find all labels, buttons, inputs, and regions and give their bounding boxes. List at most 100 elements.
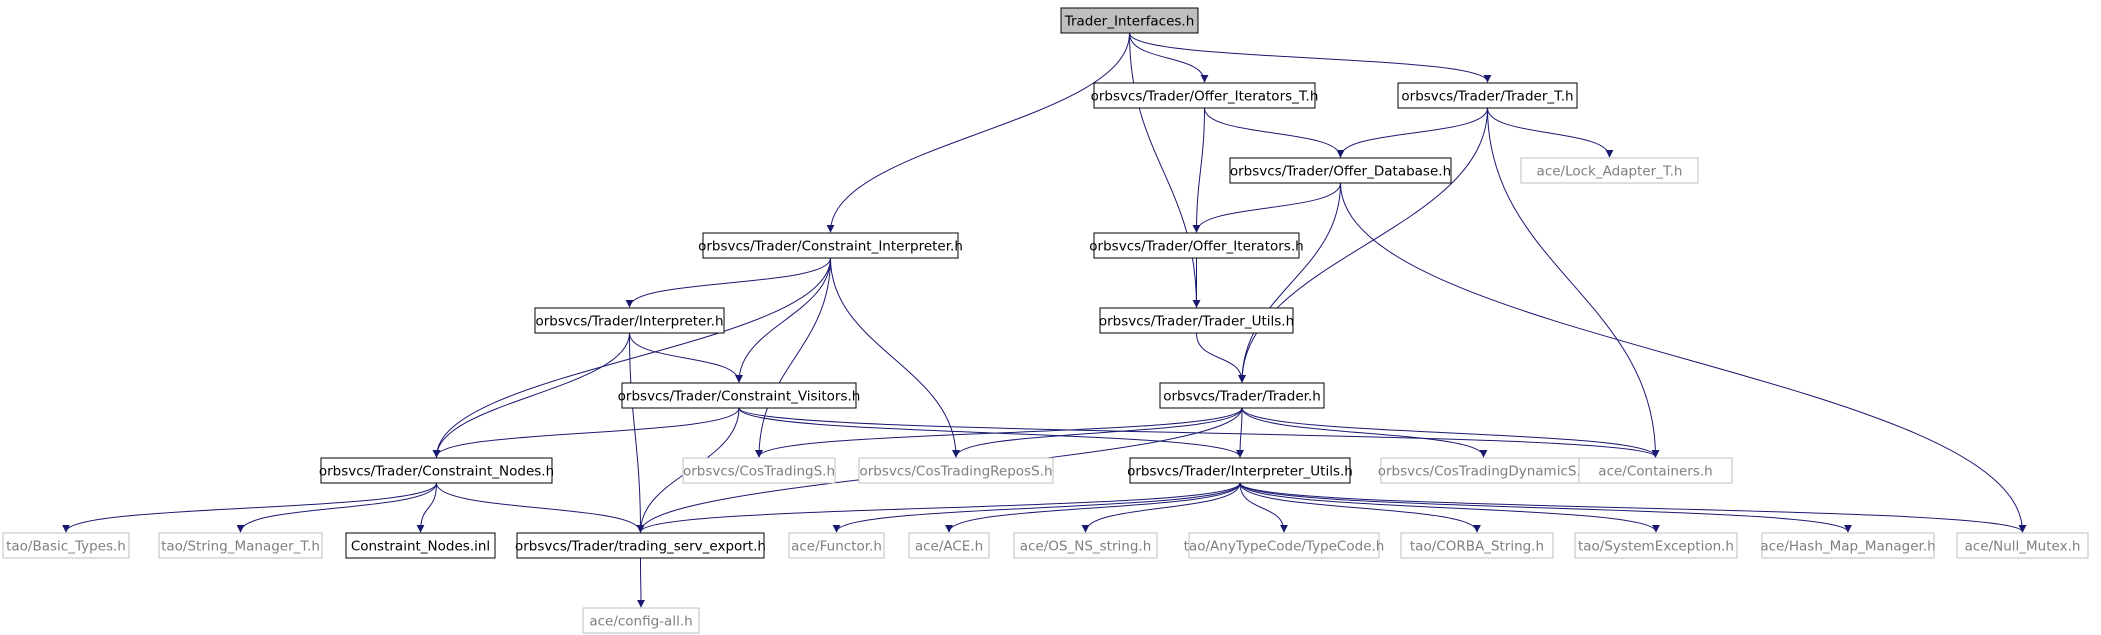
node-box-constraint_visitors <box>621 382 857 409</box>
node-root[interactable]: Trader_Interfaces.h <box>1060 7 1199 34</box>
edge-trader_utils-to-trader_h <box>1196 332 1246 383</box>
node-label-trader_t: orbsvcs/Trader/Trader_T.h <box>1401 89 1573 105</box>
node-box-offer_iter_t <box>1093 82 1316 109</box>
node-typecode: tao/AnyTypeCode/TypeCode.h <box>1184 532 1385 559</box>
edge-constraint_interp-to-interpreter <box>625 257 831 308</box>
edge-trader_h-to-containers <box>1241 407 1660 458</box>
node-cos_trading_repos: orbsvcs/CosTradingReposS.h <box>858 457 1054 484</box>
edge-trader_h-to-cos_trading_repos <box>952 407 1243 458</box>
node-label-offer_iter: orbsvcs/Trader/Offer_Iterators.h <box>1089 239 1303 255</box>
node-interp_utils[interactable]: orbsvcs/Trader/Interpreter_Utils.h <box>1127 457 1353 484</box>
node-label-lock_adapter: ace/Lock_Adapter_T.h <box>1537 164 1683 180</box>
node-label-os_ns_string: ace/OS_NS_string.h <box>1020 539 1152 555</box>
node-trader_t[interactable]: orbsvcs/Trader/Trader_T.h <box>1397 82 1578 109</box>
node-label-constraint_visitors: orbsvcs/Trader/Constraint_Visitors.h <box>618 389 861 405</box>
node-box-offer_db <box>1229 157 1452 184</box>
edge-root-to-offer_iter_t <box>1129 32 1209 83</box>
nodes-layer: Trader_Interfaces.h orbsvcs/Trader/Offer_… <box>2 7 2089 634</box>
node-label-trader_h: orbsvcs/Trader/Trader.h <box>1163 389 1321 405</box>
node-sys_exception: tao/SystemException.h <box>1574 532 1738 559</box>
node-trader_h[interactable]: orbsvcs/Trader/Trader.h <box>1159 382 1325 409</box>
edge-interp_utils-to-functor <box>832 482 1241 533</box>
node-label-containers: ace/Containers.h <box>1598 464 1712 480</box>
node-offer_db[interactable]: orbsvcs/Trader/Offer_Database.h <box>1229 157 1452 184</box>
node-box-sys_exception <box>1574 532 1738 559</box>
node-hash_map: ace/Hash_Map_Manager.h <box>1760 532 1936 559</box>
edge-constraint_interp-to-cos_trading_s <box>755 257 831 458</box>
edge-interp_utils-to-corba_string <box>1239 482 1481 533</box>
node-config_all: ace/config-all.h <box>582 607 700 634</box>
edge-offer_iter_t-to-offer_db <box>1204 107 1345 158</box>
edge-trader_t-to-lock_adapter <box>1487 107 1614 158</box>
edge-constraint_nodes-to-string_mgr <box>236 482 437 533</box>
node-box-trader_utils <box>1099 307 1294 334</box>
node-box-hash_map <box>1761 532 1935 559</box>
node-constraint_nodes[interactable]: orbsvcs/Trader/Constraint_Nodes.h <box>319 457 554 484</box>
edge-interp_utils-to-trading_export <box>636 482 1241 533</box>
node-label-constraint_nodes_inl: Constraint_Nodes.inl <box>351 539 490 555</box>
node-cos_trading_dyn: orbsvcs/CosTradingDynamicS.h <box>1378 457 1590 484</box>
edge-trader_h-to-cos_trading_dyn <box>1241 407 1488 458</box>
node-label-string_mgr: tao/String_Manager_T.h <box>161 539 320 555</box>
node-box-basic_types <box>2 532 130 559</box>
node-cos_trading_s: orbsvcs/CosTradingS.h <box>682 457 836 484</box>
node-label-trading_export: orbsvcs/Trader/trading_serv_export.h <box>515 539 766 555</box>
edge-interp_utils-to-typecode <box>1239 482 1288 533</box>
edge-offer_db-to-trader_h <box>1238 182 1341 383</box>
node-label-root: Trader_Interfaces.h <box>1064 14 1195 30</box>
edge-interp_utils-to-null_mutex <box>1239 482 2027 533</box>
edge-constraint_nodes-to-trading_export <box>436 482 645 533</box>
edge-offer_db-to-null_mutex <box>1340 182 2027 533</box>
node-label-sys_exception: tao/SystemException.h <box>1578 539 1734 555</box>
edge-interpreter-to-constraint_nodes <box>432 332 630 458</box>
node-constraint_interp[interactable]: orbsvcs/Trader/Constraint_Interpreter.h <box>698 232 963 259</box>
node-box-corba_string <box>1400 532 1554 559</box>
node-offer_iter_t[interactable]: orbsvcs/Trader/Offer_Iterators_T.h <box>1091 82 1319 109</box>
node-interpreter[interactable]: orbsvcs/Trader/Interpreter.h <box>534 307 725 334</box>
edge-constraint_visitors-to-constraint_nodes <box>432 407 740 458</box>
node-constraint_nodes_inl[interactable]: Constraint_Nodes.inl <box>345 532 496 559</box>
node-basic_types: tao/Basic_Types.h <box>2 532 130 559</box>
edge-offer_iter_t-to-offer_iter <box>1192 107 1205 233</box>
node-os_ns_string: ace/OS_NS_string.h <box>1013 532 1158 559</box>
node-box-functor <box>788 532 885 559</box>
node-label-corba_string: tao/CORBA_String.h <box>1410 539 1544 555</box>
edge-constraint_nodes-to-basic_types <box>62 482 437 533</box>
edge-trader_h-to-interp_utils <box>1236 407 1245 458</box>
node-label-hash_map: ace/Hash_Map_Manager.h <box>1760 539 1935 555</box>
node-box-trader_h <box>1159 382 1325 409</box>
node-trader_utils[interactable]: orbsvcs/Trader/Trader_Utils.h <box>1099 307 1294 334</box>
edge-root-to-trader_utils <box>1129 32 1201 308</box>
node-trading_export[interactable]: orbsvcs/Trader/trading_serv_export.h <box>515 532 766 559</box>
node-constraint_visitors[interactable]: orbsvcs/Trader/Constraint_Visitors.h <box>618 382 861 409</box>
node-box-interpreter <box>534 307 725 334</box>
node-box-constraint_interp <box>702 232 959 259</box>
node-ace_h: ace/ACE.h <box>908 532 990 559</box>
node-box-typecode <box>1188 532 1380 559</box>
edge-constraint_interp-to-constraint_visitors <box>735 257 831 383</box>
node-offer_iter[interactable]: orbsvcs/Trader/Offer_Iterators.h <box>1089 232 1304 259</box>
node-null_mutex: ace/Null_Mutex.h <box>1956 532 2089 559</box>
node-label-interpreter: orbsvcs/Trader/Interpreter.h <box>535 314 723 330</box>
node-box-ace_h <box>908 532 990 559</box>
node-label-null_mutex: ace/Null_Mutex.h <box>1965 539 2081 555</box>
node-label-ace_h: ace/ACE.h <box>915 539 983 555</box>
node-functor: ace/Functor.h <box>788 532 885 559</box>
node-box-config_all <box>582 607 700 634</box>
node-box-string_mgr <box>158 532 323 559</box>
node-containers: ace/Containers.h <box>1578 457 1733 484</box>
edge-root-to-constraint_interp <box>826 32 1130 233</box>
node-box-interp_utils <box>1129 457 1351 484</box>
edge-trader_t-to-trader_h <box>1238 107 1488 383</box>
node-label-trader_utils: orbsvcs/Trader/Trader_Utils.h <box>1099 314 1294 330</box>
node-label-typecode: tao/AnyTypeCode/TypeCode.h <box>1184 539 1385 555</box>
edge-interp_utils-to-sys_exception <box>1239 482 1660 533</box>
node-box-root <box>1060 7 1199 34</box>
node-label-cos_trading_repos: orbsvcs/CosTradingReposS.h <box>859 464 1052 480</box>
node-label-config_all: ace/config-all.h <box>589 614 692 630</box>
node-box-cos_trading_s <box>682 457 836 484</box>
node-label-cos_trading_dyn: orbsvcs/CosTradingDynamicS.h <box>1378 464 1590 480</box>
node-label-constraint_nodes: orbsvcs/Trader/Constraint_Nodes.h <box>319 464 554 480</box>
node-label-cos_trading_s: orbsvcs/CosTradingS.h <box>683 464 835 480</box>
